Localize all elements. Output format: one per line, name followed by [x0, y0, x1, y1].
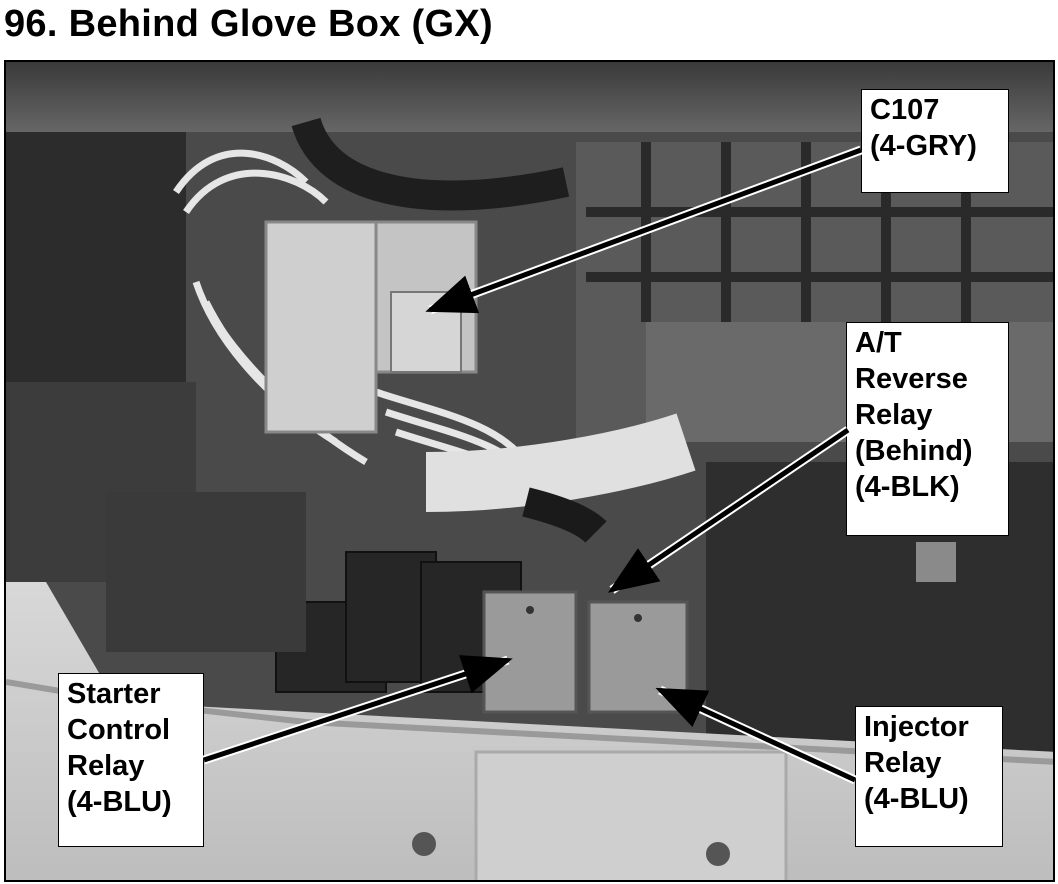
callout-at-reverse-relay: A/T Reverse Relay (Behind) (4-BLK) — [846, 322, 1009, 536]
callout-injector-relay: Injector Relay (4-BLU) — [855, 706, 1003, 847]
callout-c107: C107 (4-GRY) — [861, 89, 1009, 193]
callout-starter-control-relay: Starter Control Relay (4-BLU) — [58, 673, 204, 847]
page-title: 96. Behind Glove Box (GX) — [4, 3, 493, 45]
